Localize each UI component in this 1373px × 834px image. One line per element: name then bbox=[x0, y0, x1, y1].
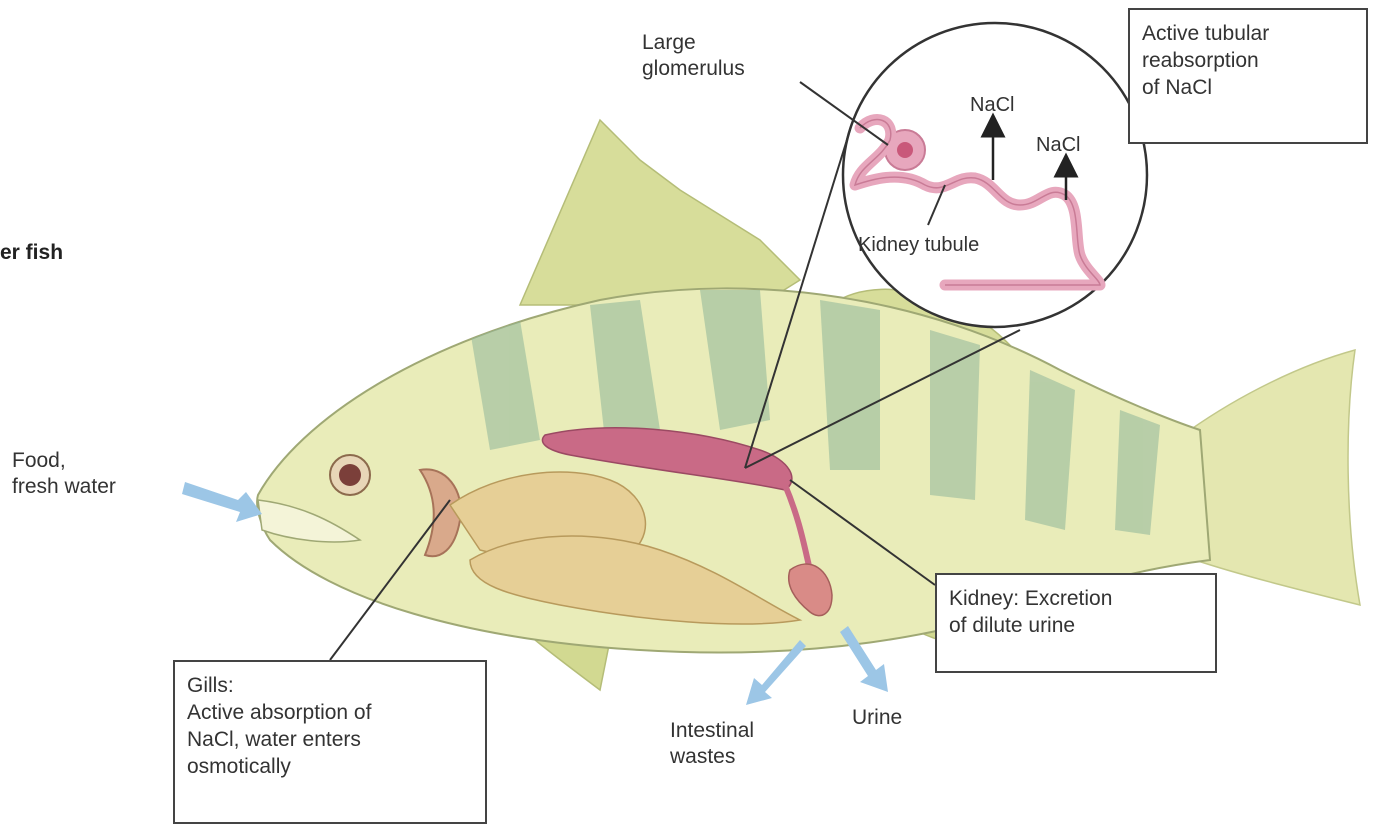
food-water-line-1: Food, bbox=[12, 448, 116, 474]
large-glomerulus-line-2: glomerulus bbox=[642, 56, 745, 82]
tubular-box-line-1: Active tubular bbox=[1142, 20, 1354, 47]
large-glomerulus-line-1: Large bbox=[642, 30, 745, 56]
dorsal-fin-spiny bbox=[520, 120, 800, 305]
tubular-reabsorption-box: Active tubular reabsorption of NaCl bbox=[1128, 8, 1368, 144]
tubular-box-line-3: of NaCl bbox=[1142, 74, 1354, 101]
intestinal-wastes-line-2: wastes bbox=[670, 744, 754, 770]
intestinal-wastes-line-1: Intestinal bbox=[670, 718, 754, 744]
gills-box-line-1: Gills: bbox=[187, 672, 473, 699]
intestinal-wastes-label: Intestinal wastes bbox=[670, 718, 754, 770]
kidney-excretion-box: Kidney: Excretion of dilute urine bbox=[935, 573, 1217, 673]
kidney-box-line-1: Kidney: Excretion bbox=[949, 585, 1203, 612]
food-water-line-2: fresh water bbox=[12, 474, 116, 500]
partial-title: er fish bbox=[0, 240, 63, 266]
food-water-label: Food, fresh water bbox=[12, 448, 116, 500]
tail-fin bbox=[1190, 350, 1360, 605]
gills-box-line-3: NaCl, water enters bbox=[187, 726, 473, 753]
nacl-label-2: NaCl bbox=[1036, 132, 1080, 158]
kidney-tubule-label: Kidney tubule bbox=[858, 232, 979, 258]
urine-label: Urine bbox=[852, 705, 902, 731]
kidney-box-line-2: of dilute urine bbox=[949, 612, 1203, 639]
nacl-label-1: NaCl bbox=[970, 92, 1014, 118]
gills-box: Gills: Active absorption of NaCl, water … bbox=[173, 660, 487, 824]
gills-box-line-4: osmotically bbox=[187, 753, 473, 780]
tubular-box-line-2: reabsorption bbox=[1142, 47, 1354, 74]
large-glomerulus-label: Large glomerulus bbox=[642, 30, 745, 82]
gills-box-line-2: Active absorption of bbox=[187, 699, 473, 726]
